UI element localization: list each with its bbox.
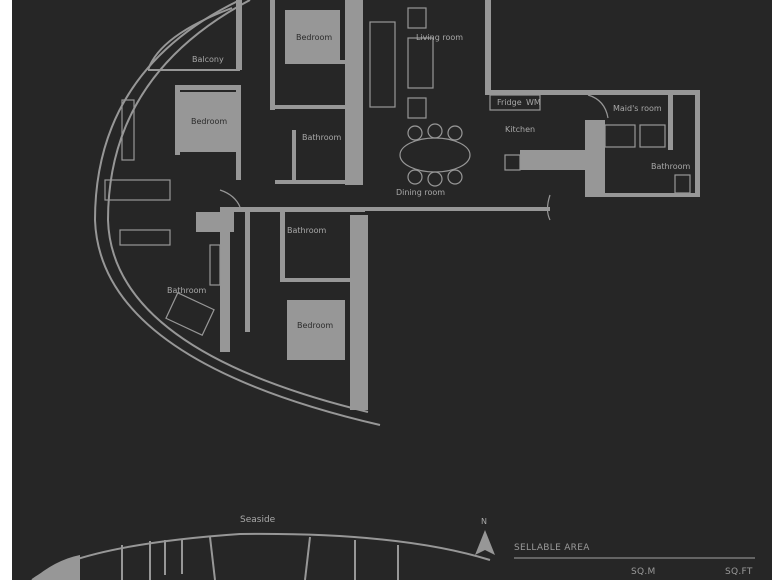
key-plan-outline — [31, 532, 491, 580]
label-bathroom-left: Bathroom — [167, 286, 207, 295]
label-fridge: Fridge — [497, 98, 522, 107]
label-bedroom-top: Bedroom — [296, 33, 332, 42]
area-col-sqft: SQ.FT — [725, 567, 753, 577]
balcony-curve — [147, 7, 233, 71]
north-arrow-icon — [475, 530, 495, 555]
floor-plan-panel — [12, 0, 772, 580]
area-table-title: SELLABLE AREA — [514, 543, 590, 553]
bed-top — [285, 10, 340, 60]
label-dining-room: Dining room — [396, 188, 445, 197]
label-bedroom-left: Bedroom — [191, 117, 227, 126]
label-seaside: Seaside — [240, 515, 276, 525]
wall-core — [345, 0, 363, 185]
label-bedroom-bottom: Bedroom — [297, 321, 333, 330]
bed-left — [180, 92, 238, 152]
label-kitchen: Kitchen — [505, 125, 535, 134]
facade-outer — [93, 0, 381, 426]
area-col-sqm: SQ.M — [631, 567, 656, 577]
dining-table — [399, 137, 471, 173]
label-bathroom-maid: Bathroom — [651, 162, 691, 171]
facade-inner — [106, 0, 369, 413]
label-balcony: Balcony — [192, 55, 224, 64]
label-bathroom-center: Bathroom — [302, 133, 342, 142]
bed-bottom — [287, 300, 345, 360]
label-maids-room: Maid's room — [613, 104, 662, 113]
key-plan-walls — [121, 536, 399, 580]
label-wm: WM — [526, 98, 541, 107]
north-label: N — [481, 517, 487, 526]
label-living-room: Living room — [416, 33, 463, 42]
label-bathroom-lower: Bathroom — [287, 226, 327, 235]
